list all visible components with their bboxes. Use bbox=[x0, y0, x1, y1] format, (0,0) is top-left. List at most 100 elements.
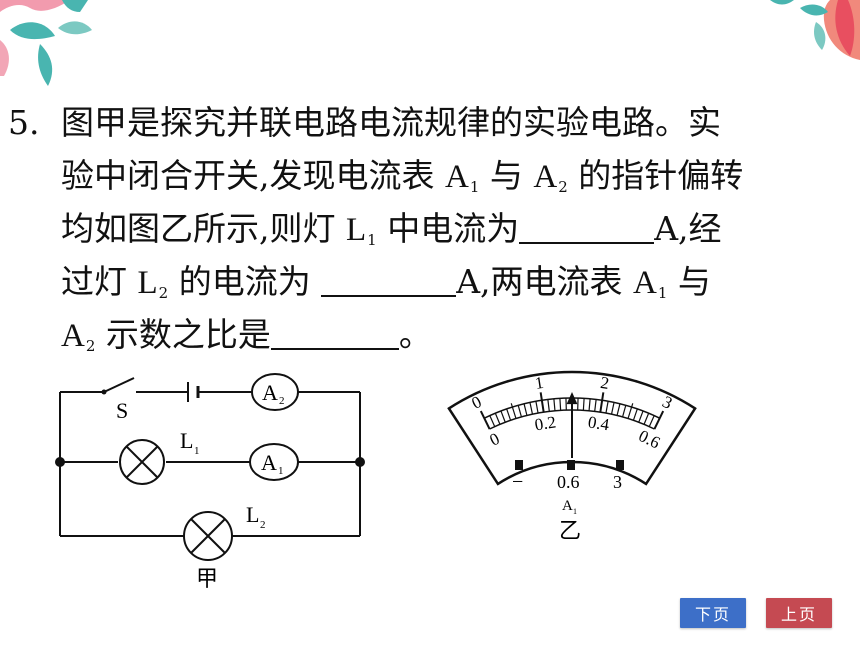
lamp-l1-sub: 1 bbox=[194, 445, 200, 457]
answer-blank-2[interactable] bbox=[321, 259, 457, 297]
text-span: 过灯 bbox=[61, 262, 138, 301]
ammeter-a1 bbox=[249, 443, 299, 481]
scale-tick bbox=[599, 392, 605, 413]
circuit-caption: 甲 bbox=[196, 566, 218, 591]
inner-scale-label: 0.4 bbox=[587, 412, 611, 434]
terminal-3 bbox=[616, 460, 624, 470]
scale-tick bbox=[643, 413, 650, 425]
question-text: 5.图甲是探究并联电路电流规律的实验电路。实 验中闭合开关,发现电流表 A1 与… bbox=[8, 96, 838, 361]
scale-tick bbox=[494, 413, 501, 425]
question-line-1-text: 图甲是探究并联电路电流规律的实验电路。实 bbox=[61, 103, 721, 142]
meter-caption: 乙 bbox=[559, 518, 581, 543]
terminal-label-minus: − bbox=[512, 471, 523, 493]
scale-tick bbox=[539, 392, 545, 413]
scale-ticks bbox=[479, 392, 665, 430]
scale-tick bbox=[529, 402, 534, 415]
question-line-5: A2 示数之比是 。 bbox=[8, 308, 838, 361]
inner-scale-label: 0.2 bbox=[533, 412, 557, 434]
scale-tick bbox=[479, 410, 491, 430]
meter-needle-tip bbox=[566, 392, 578, 405]
scale-tick bbox=[506, 408, 512, 421]
lamp-l2-sub: 2 bbox=[260, 519, 266, 531]
text-span: 示数之比是 bbox=[95, 315, 271, 354]
meter-label: A bbox=[562, 498, 573, 514]
question-number: 5. bbox=[8, 103, 40, 142]
outer-scale-label: 2 bbox=[599, 373, 610, 393]
scale-tick bbox=[653, 410, 665, 430]
text-span: 与 bbox=[667, 262, 711, 301]
scale-tick bbox=[638, 410, 644, 423]
scale-tick bbox=[616, 403, 621, 416]
lamp-l2-symbol: L bbox=[137, 265, 158, 301]
ammeter-a1-symbol: A bbox=[444, 159, 469, 195]
question-line-3: 均如图乙所示,则灯 L1 中电流为 A,经 bbox=[8, 202, 838, 255]
ammeter-a2-label: A bbox=[262, 380, 278, 405]
junction-right bbox=[355, 457, 365, 467]
text-span: A,两电流表 bbox=[456, 262, 634, 301]
subscript: 1 bbox=[367, 231, 377, 249]
scale-tick bbox=[610, 402, 615, 415]
switch-label: S bbox=[116, 398, 128, 423]
scale-tick bbox=[523, 403, 528, 416]
lamp-l1-label: L bbox=[180, 428, 193, 453]
next-page-button[interactable]: 下页 bbox=[680, 598, 746, 628]
ammeter-a2-sub: 2 bbox=[279, 395, 285, 407]
ammeter-a2-symbol: A bbox=[61, 318, 85, 354]
text-span: 中电流为 bbox=[376, 209, 520, 248]
scale-tick bbox=[547, 399, 550, 412]
previous-page-button[interactable]: 上页 bbox=[766, 598, 832, 628]
text-span: 验中闭合开关,发现电流表 bbox=[61, 156, 445, 195]
subscript: 2 bbox=[85, 337, 96, 355]
outer-scale-label: 1 bbox=[534, 373, 545, 393]
scale-tick bbox=[594, 399, 597, 412]
scale-tick bbox=[588, 398, 591, 411]
question-line-1: 5. 图甲是探究并联电路电流规律的实验电路。实 bbox=[8, 96, 838, 149]
terminal-posts bbox=[515, 460, 624, 470]
junction-left bbox=[55, 457, 65, 467]
question-line-4: 过灯 L2 的电流为 A,两电流表 A1 与 bbox=[8, 255, 838, 308]
terminal-label-3: 3 bbox=[613, 472, 622, 492]
subscript: 1 bbox=[657, 284, 668, 302]
lamp-l1-symbol: L bbox=[345, 212, 367, 248]
switch-blade bbox=[103, 377, 135, 393]
ammeter-a2 bbox=[251, 373, 299, 411]
text-span: 的电流为 bbox=[168, 262, 322, 301]
lamp-l2-label: L bbox=[246, 502, 259, 527]
subscript: 1 bbox=[469, 178, 480, 196]
answer-blank-1[interactable] bbox=[519, 206, 655, 244]
circuit-diagram: A 2 L 1 A 1 L 2 S 甲 bbox=[55, 373, 365, 591]
subscript: 2 bbox=[158, 284, 169, 302]
text-span: 均如图乙所示,则灯 bbox=[61, 209, 346, 248]
scale-tick bbox=[489, 415, 496, 427]
meter-label-sub: 1 bbox=[573, 507, 577, 516]
previous-page-label: 上页 bbox=[780, 605, 817, 624]
leaf-decoration-left bbox=[0, 0, 92, 86]
scale-tick bbox=[553, 398, 556, 411]
switch-contact bbox=[101, 389, 107, 395]
answer-blank-3[interactable] bbox=[270, 312, 399, 350]
scale-tick bbox=[648, 415, 655, 427]
scale-tick bbox=[559, 398, 562, 411]
text-span: A,经 bbox=[654, 209, 722, 248]
terminal-0-6 bbox=[567, 460, 575, 470]
scale-tick bbox=[632, 408, 638, 421]
text-span: 。 bbox=[398, 315, 432, 354]
scale-tick bbox=[582, 398, 585, 411]
ammeter-a1-sub: 1 bbox=[278, 465, 284, 477]
terminal-minus bbox=[515, 460, 523, 470]
scale-tick bbox=[500, 410, 506, 423]
scale-tick bbox=[510, 403, 517, 419]
next-page-label: 下页 bbox=[694, 605, 731, 624]
terminal-label-0-6: 0.6 bbox=[557, 472, 580, 492]
ammeter-a1-symbol: A bbox=[633, 265, 657, 301]
text-span: 的指针偏转 bbox=[567, 156, 744, 195]
scale-tick bbox=[535, 401, 539, 414]
ammeter-a1-label: A bbox=[261, 450, 277, 475]
scale-tick bbox=[627, 403, 634, 419]
scale-tick bbox=[605, 401, 609, 414]
leaf-decoration-right bbox=[770, 0, 860, 60]
subscript: 2 bbox=[558, 178, 568, 196]
ammeter-a2-symbol: A bbox=[533, 159, 558, 195]
scale-tick bbox=[517, 405, 523, 418]
